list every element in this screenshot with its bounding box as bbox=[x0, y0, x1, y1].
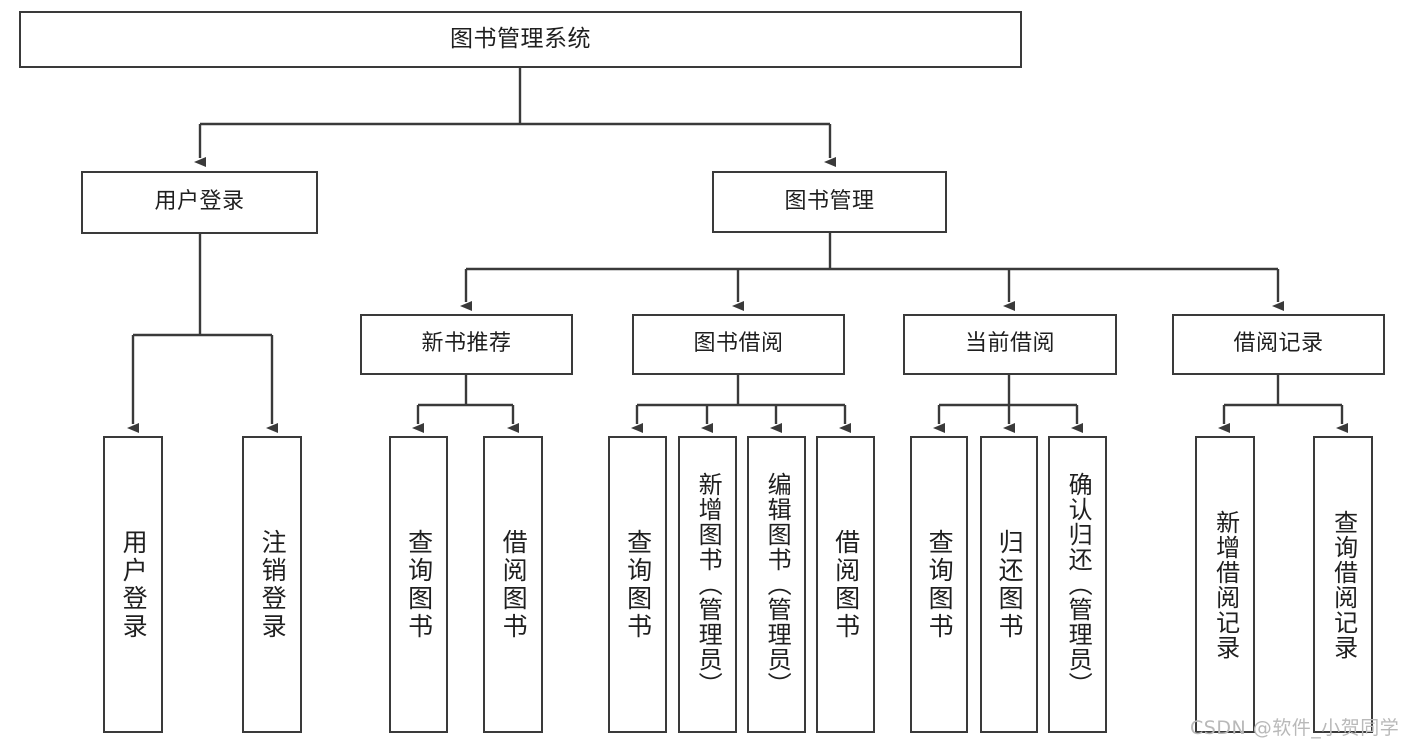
node-label: 新增借阅记录 bbox=[1211, 509, 1240, 660]
node-leaf-edit-book-admin[interactable]: 编辑图书（管理员） bbox=[747, 436, 806, 733]
csdn-watermark: CSDN @软件_小贺同学 bbox=[1190, 717, 1400, 739]
node-leaf-borrow-book-recommend[interactable]: 借阅图书 bbox=[483, 436, 543, 733]
node-label: 当前借阅 bbox=[964, 331, 1055, 357]
node-label: 新书推荐 bbox=[421, 331, 512, 357]
node-leaf-query-book-borrow[interactable]: 查询图书 bbox=[608, 436, 667, 733]
node-leaf-query-book-current[interactable]: 查询图书 bbox=[910, 436, 968, 733]
node-borrow-record[interactable]: 借阅记录 bbox=[1172, 314, 1385, 375]
node-leaf-borrow-book[interactable]: 借阅图书 bbox=[816, 436, 875, 733]
node-user-login[interactable]: 用户登录 bbox=[81, 171, 318, 234]
node-label: 注销登录 bbox=[258, 528, 288, 641]
node-new-book-recommend[interactable]: 新书推荐 bbox=[360, 314, 573, 375]
node-book-management[interactable]: 图书管理 bbox=[712, 171, 947, 233]
node-label: 借阅图书 bbox=[499, 528, 529, 641]
node-label: 图书管理系统 bbox=[450, 25, 591, 52]
node-label: 借阅图书 bbox=[831, 528, 861, 641]
node-current-borrow[interactable]: 当前借阅 bbox=[903, 314, 1117, 375]
node-label: 用户登录 bbox=[119, 528, 149, 641]
node-label: 用户登录 bbox=[154, 189, 245, 215]
node-label: 查询图书 bbox=[623, 528, 653, 641]
node-label: 查询图书 bbox=[925, 528, 955, 641]
node-book-borrow[interactable]: 图书借阅 bbox=[632, 314, 845, 375]
node-label: 归还图书 bbox=[995, 528, 1025, 641]
node-label: 查询借阅记录 bbox=[1329, 509, 1358, 660]
node-label: 图书管理 bbox=[784, 188, 875, 214]
node-leaf-add-book-admin[interactable]: 新增图书（管理员） bbox=[678, 436, 737, 733]
node-leaf-confirm-return-admin[interactable]: 确认归还（管理员） bbox=[1048, 436, 1107, 733]
node-leaf-return-book[interactable]: 归还图书 bbox=[980, 436, 1038, 733]
node-leaf-add-borrow-record[interactable]: 新增借阅记录 bbox=[1195, 436, 1255, 733]
node-leaf-logout[interactable]: 注销登录 bbox=[242, 436, 302, 733]
node-leaf-query-book-recommend[interactable]: 查询图书 bbox=[389, 436, 448, 733]
node-root-book-management-system[interactable]: 图书管理系统 bbox=[19, 11, 1022, 68]
node-label: 编辑图书（管理员） bbox=[763, 472, 792, 697]
node-leaf-user-login[interactable]: 用户登录 bbox=[103, 436, 163, 733]
node-label: 借阅记录 bbox=[1233, 331, 1324, 357]
node-leaf-query-borrow-record[interactable]: 查询借阅记录 bbox=[1313, 436, 1373, 733]
node-label: 图书借阅 bbox=[693, 331, 784, 357]
node-label: 新增图书（管理员） bbox=[694, 472, 723, 697]
node-label: 确认归还（管理员） bbox=[1064, 472, 1093, 697]
node-label: 查询图书 bbox=[404, 528, 434, 641]
